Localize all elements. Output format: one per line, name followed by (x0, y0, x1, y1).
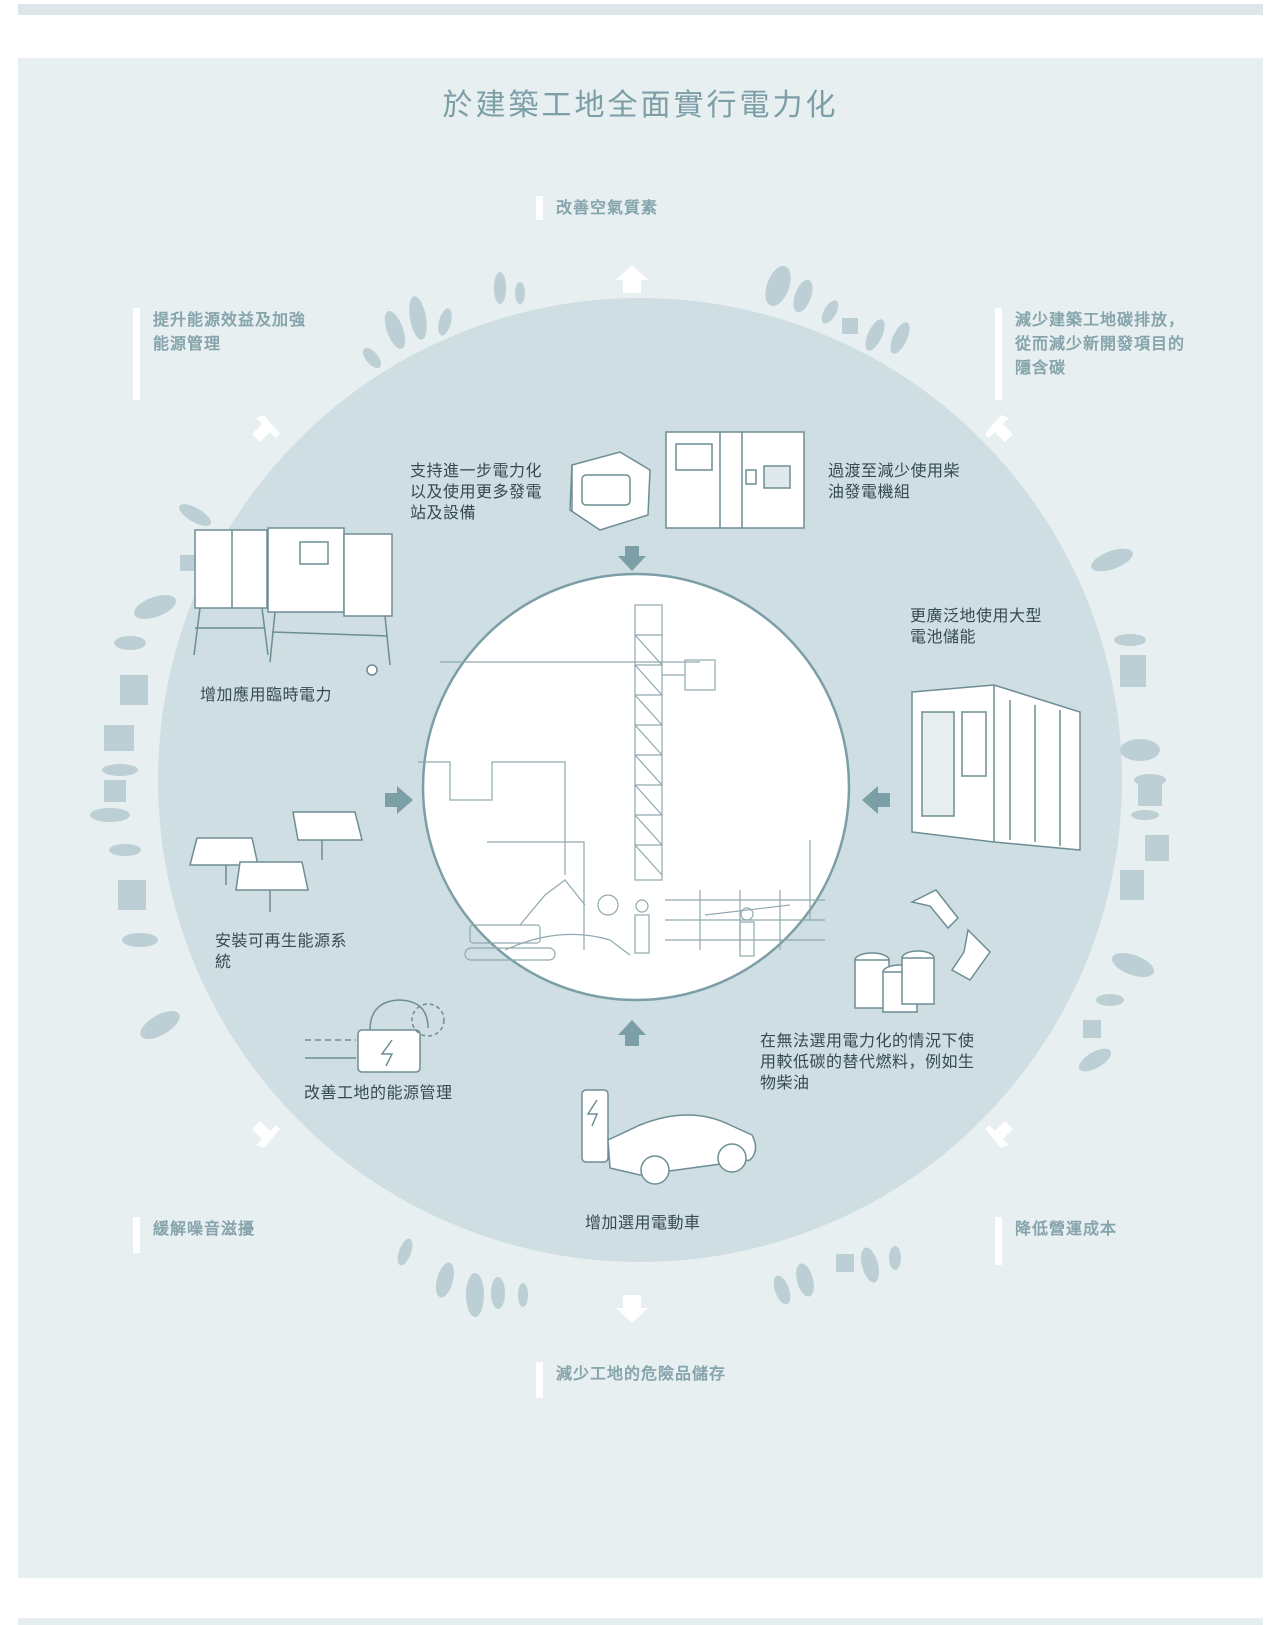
arrow-up-icon (618, 1020, 646, 1046)
arrow-right-icon (385, 786, 413, 814)
benefit-cost: 降低營運成本 (995, 1217, 1117, 1265)
battery-container-icon (911, 684, 1081, 851)
measure-power-stations: 支持進一步電力化 以及使用更多發電 站及設備 (410, 461, 543, 522)
benefit-arrows (252, 265, 1013, 1323)
construction-scene (418, 604, 825, 961)
page-title: 於建築工地全面實行電力化 (442, 88, 839, 123)
arrow-left-icon (862, 786, 890, 814)
arrow-down-icon (618, 546, 646, 571)
benefit-carbon: 減少建築工地碳排放， 從而減少新開發項目的 隱含碳 (995, 308, 1185, 400)
portable-generator-icon (569, 451, 651, 531)
benefit-noise: 緩解噪音滋擾 (133, 1217, 255, 1253)
tree-decorations (90, 265, 1169, 1317)
benefit-energy-efficiency: 提升能源效益及加強 能源管理 (133, 308, 306, 400)
arrow-up-left-icon (252, 415, 280, 442)
ev-car-icon (581, 1089, 757, 1185)
measure-ev: 增加選用電動車 (585, 1213, 701, 1232)
arrow-down-left-icon (252, 1121, 280, 1148)
measure-renewable: 安裝可再生能源系 統 (215, 931, 348, 971)
measure-alt-fuel: 在無法選用電力化的情況下使 用較低碳的替代燃料，例如生 物柴油 (760, 1031, 975, 1092)
solar-panel-icon (189, 811, 363, 912)
measure-arrows (385, 546, 890, 1046)
arrow-down-icon (616, 1295, 648, 1323)
measure-battery: 更廣泛地使用大型 電池儲能 (910, 606, 1043, 646)
arrow-up-icon (616, 265, 648, 293)
bottom-divider (18, 1618, 1263, 1625)
benefit-air-quality: 改善空氣質素 (536, 196, 658, 220)
arrow-down-right-icon (985, 1121, 1013, 1148)
benefit-hazardous: 減少工地的危險品儲存 (536, 1362, 726, 1398)
equipment-illustrations (189, 431, 1081, 1185)
electrical-cabinet-icon (193, 527, 393, 676)
measure-diesel: 過渡至減少使用柴 油發電機組 (828, 461, 961, 501)
measure-energy-management: 改善工地的能源管理 (304, 1083, 453, 1102)
diesel-generator-icon (665, 431, 805, 529)
top-divider (18, 4, 1263, 15)
recycle-barrels-icon (854, 889, 991, 1013)
arrow-up-right-icon (985, 415, 1013, 442)
measure-temporary-power: 增加應用臨時電力 (200, 685, 333, 704)
energy-management-icon (305, 999, 445, 1073)
